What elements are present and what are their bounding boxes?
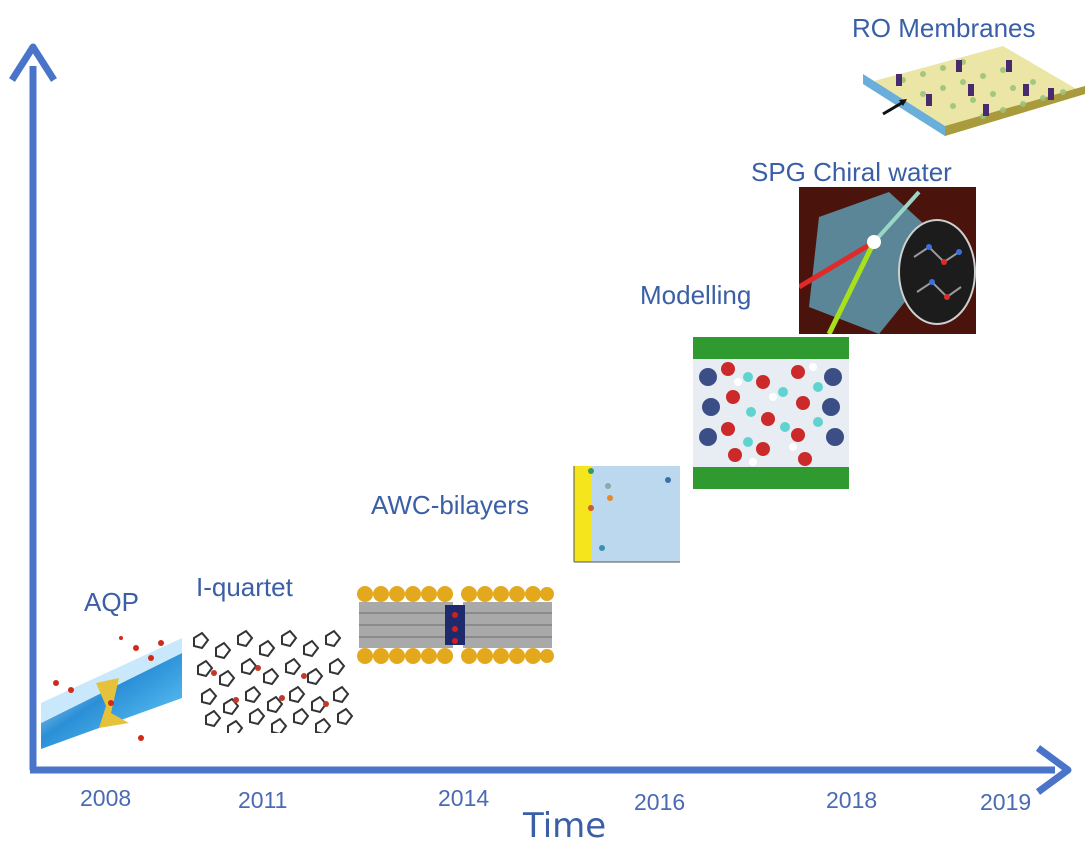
- year-label-2016: 2016: [634, 789, 686, 815]
- milestone-label-i-quartet: I-quartet: [196, 572, 293, 602]
- milestone-label-aqp: AQP: [84, 587, 139, 617]
- ro-membrane-image: [863, 46, 1085, 136]
- year-label-2008: 2008: [80, 785, 132, 811]
- milestone-label-modelling: Modelling: [640, 280, 752, 310]
- milestone-label-awc-bilayers: AWC-bilayers: [371, 490, 529, 520]
- permeability-plot-image: [560, 462, 683, 580]
- year-label-2014: 2014: [438, 785, 490, 811]
- milestone-label-spg-chiral-water: SPG Chiral water: [751, 157, 952, 187]
- year-label-2011: 2011: [238, 787, 288, 813]
- year-label-2019: 2019: [980, 789, 1032, 815]
- i-quartet-lattice-image: [193, 629, 353, 733]
- chiral-water-laser-image: [799, 187, 976, 334]
- y-axis-arrowhead: [9, 43, 57, 82]
- milestone-label-ro-membranes: RO Membranes: [852, 13, 1036, 43]
- x-axis-label: Time: [523, 806, 607, 846]
- lipid-bilayer-channel-image: [357, 586, 554, 664]
- aquaporin-membrane-image: [41, 628, 182, 749]
- year-label-2018: 2018: [826, 787, 878, 813]
- x-axis-arrowhead: [1035, 745, 1072, 795]
- molecular-simulation-image: [693, 337, 849, 489]
